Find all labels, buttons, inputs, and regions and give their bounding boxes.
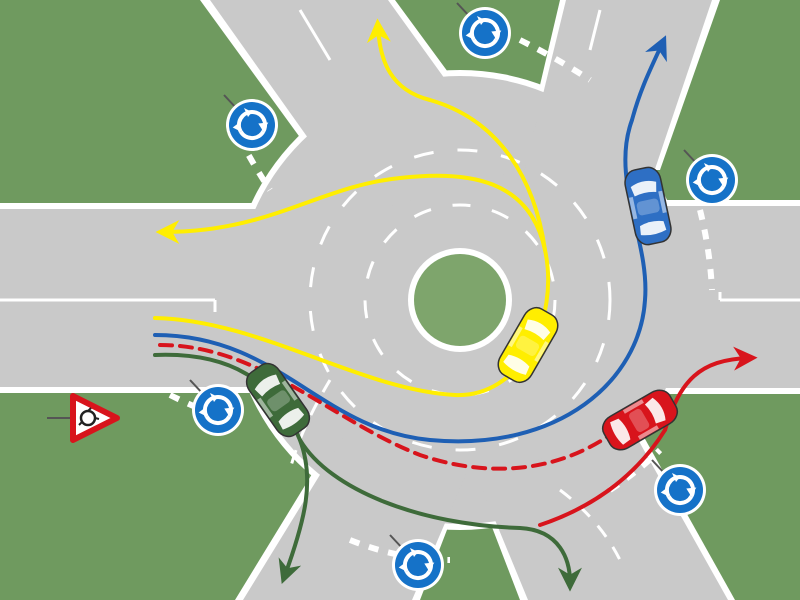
lane-markings bbox=[0, 9, 800, 563]
yellow-trajectories bbox=[153, 18, 551, 398]
green-trajectory bbox=[153, 352, 582, 592]
roundabout-ahead-warning-sign-icon bbox=[47, 393, 120, 443]
blue-trajectory bbox=[153, 35, 667, 444]
central-island bbox=[414, 254, 506, 346]
